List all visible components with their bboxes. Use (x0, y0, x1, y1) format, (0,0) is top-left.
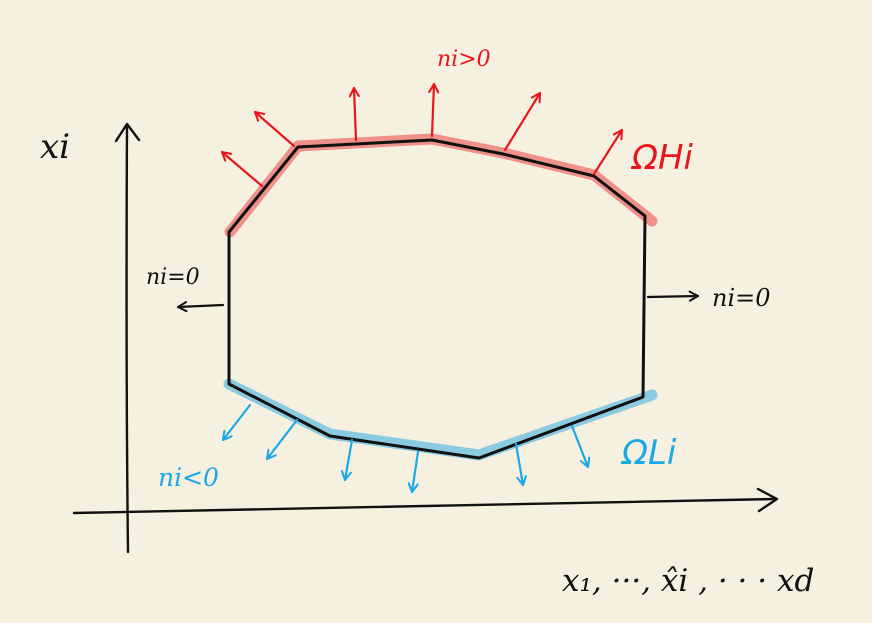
right-normal-arrow (646, 296, 700, 297)
lower-normal-arrow (345, 438, 354, 482)
bottom-normal-label: ni<0 (158, 463, 219, 492)
upper-normal-arrow (503, 91, 542, 152)
top-normal-label: ni>0 (437, 47, 491, 72)
domain-outline (227, 138, 647, 460)
upper-normal-arrow (432, 82, 434, 138)
lower-normal-arrows (221, 403, 588, 494)
y-axis-label: xi (40, 127, 70, 167)
upper-normal-arrow (354, 86, 356, 142)
x-axis-label: x₁, ···, x̂i , · · · xd (562, 563, 814, 599)
y-axis-line (125, 123, 130, 554)
x-axis-arrowhead (756, 487, 779, 513)
lower-boundary-label: ΩLi (620, 433, 677, 473)
left-normal-label: ni=0 (146, 265, 200, 290)
y-axis-arrowhead (114, 122, 141, 143)
lower-normal-arrow (412, 450, 420, 494)
upper-normal-arrow (220, 150, 264, 188)
left-normal-arrow (176, 305, 225, 307)
upper-normal-arrow (253, 110, 296, 148)
lower-normal-arrow (221, 403, 252, 442)
upper-boundary-label: ΩHi (630, 138, 694, 178)
lower-normal-arrow (265, 418, 299, 461)
lower-normal-arrow (514, 442, 523, 487)
x-axis-line (72, 497, 777, 515)
axes (72, 122, 779, 554)
right-normal-label: ni=0 (712, 284, 771, 312)
upper-normal-arrows (220, 82, 624, 188)
upper-normal-arrow (592, 128, 624, 176)
lower-normal-arrow (570, 424, 588, 469)
